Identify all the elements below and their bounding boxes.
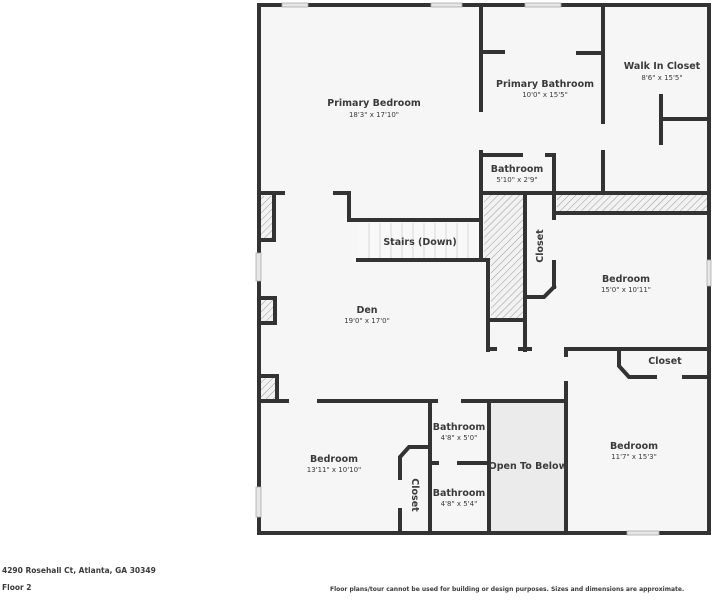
hatched-areas bbox=[261, 195, 707, 400]
label-bedroom-southeast: Bedroom bbox=[610, 441, 658, 452]
property-address: 4290 Rosehall Ct, Atlanta, GA 30349 bbox=[2, 566, 156, 575]
svg-text:18'3" x 17'10": 18'3" x 17'10" bbox=[349, 111, 399, 119]
label-bedroom-southwest: Bedroom bbox=[310, 454, 358, 465]
floor-fill bbox=[259, 5, 709, 533]
label-stairs: Stairs (Down) bbox=[383, 237, 456, 248]
svg-text:15'0" x 10'11": 15'0" x 10'11" bbox=[601, 286, 651, 294]
svg-text:10'0" x 15'5": 10'0" x 15'5" bbox=[522, 91, 568, 99]
label-open-to-below: Open To Below bbox=[489, 461, 568, 472]
svg-text:8'6" x 15'5": 8'6" x 15'5" bbox=[641, 74, 682, 82]
open-to-below-area bbox=[490, 402, 568, 531]
svg-text:4'8" x 5'4": 4'8" x 5'4" bbox=[441, 500, 478, 508]
windows bbox=[255, 2, 712, 536]
label-primary-bathroom: Primary Bathroom bbox=[496, 79, 594, 90]
disclaimer-text: Floor plans/tour cannot be used for buil… bbox=[330, 586, 685, 593]
svg-text:11'7" x 15'3": 11'7" x 15'3" bbox=[611, 453, 657, 461]
svg-text:13'11" x 10'10": 13'11" x 10'10" bbox=[307, 466, 362, 474]
label-walk-in-closet: Walk In Closet bbox=[624, 61, 701, 72]
room-labels: Primary Bedroom 18'3" x 17'10" Primary B… bbox=[307, 61, 701, 512]
svg-text:19'0" x 17'0": 19'0" x 17'0" bbox=[344, 317, 390, 325]
label-bathroom-lower: Bathroom bbox=[433, 488, 486, 499]
label-closet-southeast: Closet bbox=[648, 356, 682, 367]
floor-label: Floor 2 bbox=[2, 583, 32, 592]
svg-text:4'8" x 5'0": 4'8" x 5'0" bbox=[441, 434, 478, 442]
label-closet-southwest: Closet bbox=[409, 478, 420, 512]
label-bedroom-east: Bedroom bbox=[602, 274, 650, 285]
label-bathroom-small: Bathroom bbox=[491, 164, 544, 175]
stairs bbox=[358, 222, 484, 260]
label-den: Den bbox=[356, 305, 377, 316]
label-closet-bedroom: Closet bbox=[535, 229, 546, 263]
label-primary-bedroom: Primary Bedroom bbox=[327, 98, 421, 109]
svg-text:5'10" x 2'9": 5'10" x 2'9" bbox=[496, 176, 537, 184]
label-bathroom-upper: Bathroom bbox=[433, 422, 486, 433]
